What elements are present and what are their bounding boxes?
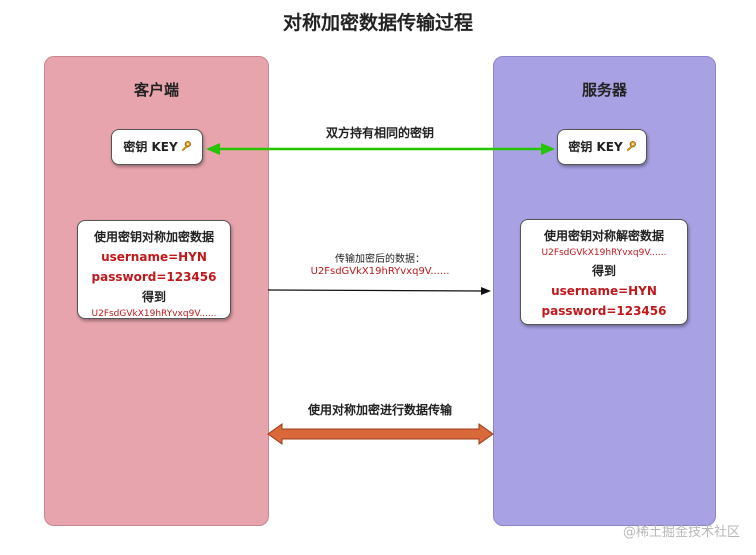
shared-key-arrow (206, 143, 555, 155)
symmetric-transfer-label: 使用对称加密进行数据传输 (307, 403, 452, 417)
client-lane-title: 客户端 (133, 81, 179, 99)
server-username: username=HYN (551, 284, 657, 298)
server-key-label: 密钥 KEY (568, 140, 623, 154)
client-encrypt-box: 使用密钥对称加密数据 username=HYN password=123456 … (77, 220, 231, 319)
server-cipher: U2FsdGVkX19hRYvxq9V...... (541, 248, 667, 258)
client-key-box: 密钥 KEY (111, 129, 203, 165)
watermark: @稀土掘金技术社区 (622, 525, 740, 540)
shared-key-label: 双方持有相同的密钥 (325, 126, 434, 140)
key-icon (626, 141, 636, 152)
client-result-label: 得到 (141, 290, 166, 304)
server-decrypt-heading: 使用密钥对称解密数据 (543, 229, 664, 243)
server-key-box: 密钥 KEY (557, 129, 647, 165)
key-icon (181, 141, 191, 152)
client-cipher: U2FsdGVkX19hRYvxq9V...... (91, 309, 217, 319)
server-decrypt-box: 使用密钥对称解密数据 U2FsdGVkX19hRYvxq9V...... 得到 … (520, 219, 688, 325)
server-lane-title: 服务器 (581, 81, 627, 99)
symmetric-transfer-arrow (267, 423, 494, 445)
server-result-label: 得到 (591, 264, 616, 278)
client-username: username=HYN (101, 250, 207, 264)
transmit-label: 传输加密后的数据： (335, 254, 425, 265)
client-password: password=123456 (91, 270, 217, 284)
client-encrypt-heading: 使用密钥对称加密数据 (93, 230, 214, 244)
transmit-arrow (267, 287, 491, 295)
transmit-cipher-label: U2FsdGVkX19hRYvxq9V...... (310, 266, 450, 277)
client-key-label: 密钥 KEY (123, 140, 178, 154)
server-password: password=123456 (541, 304, 667, 318)
diagram-title: 对称加密数据传输过程 (282, 12, 473, 34)
